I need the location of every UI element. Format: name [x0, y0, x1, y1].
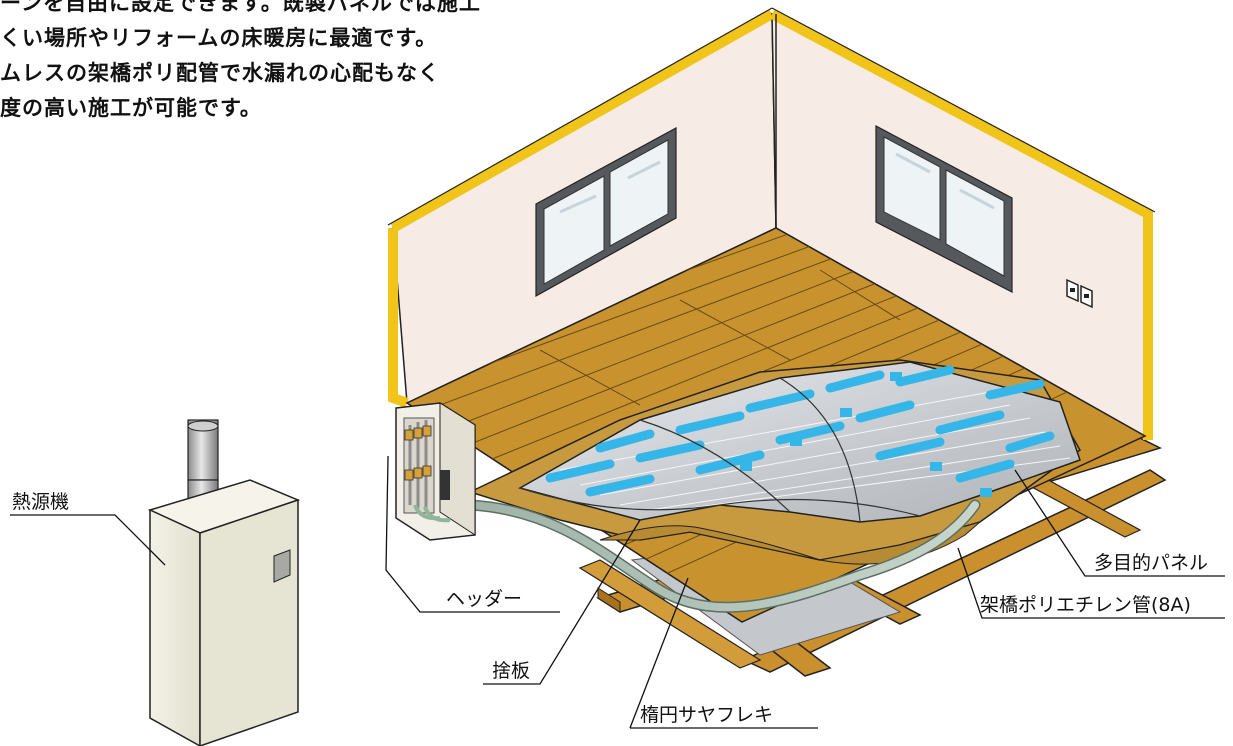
label-sheath-flex: 楕円サヤフレキ: [640, 704, 774, 726]
heat-source-unit: [147, 419, 301, 746]
sheath-flex-pipe: [464, 499, 981, 613]
label-multi-panel: 多目的パネル: [1094, 552, 1209, 574]
leader-lines: [10, 456, 1225, 729]
label-heat-source: 熱源機: [12, 491, 70, 513]
intro-text: ーンを自由に設定できます。既製パネルでは施工 くい場所やリフォームの床暖房に最適…: [0, 0, 500, 126]
pipe-junction-blocks: [740, 372, 992, 497]
label-header: ヘッダー: [446, 588, 523, 610]
window-right: [875, 125, 1013, 293]
window-left: [535, 126, 677, 298]
multipurpose-panel: [518, 361, 1081, 523]
wall-controller-icon: [1066, 278, 1093, 309]
label-base-board: 捨板: [492, 660, 531, 682]
intro-line: 度の高い施工が可能です。: [0, 96, 262, 120]
heating-pipe-runs: [545, 365, 1055, 497]
label-pe-pipe: 架橋ポリエチレン管(8A): [980, 594, 1191, 616]
intro-line: ムレスの架橋ポリ配管で水漏れの心配もなく: [0, 61, 440, 85]
header-manifold: [395, 402, 476, 541]
intro-line: くい場所やリフォームの床暖房に最適です。: [0, 26, 438, 50]
intro-line: ーンを自由に設定できます。既製パネルでは施工: [0, 0, 481, 15]
